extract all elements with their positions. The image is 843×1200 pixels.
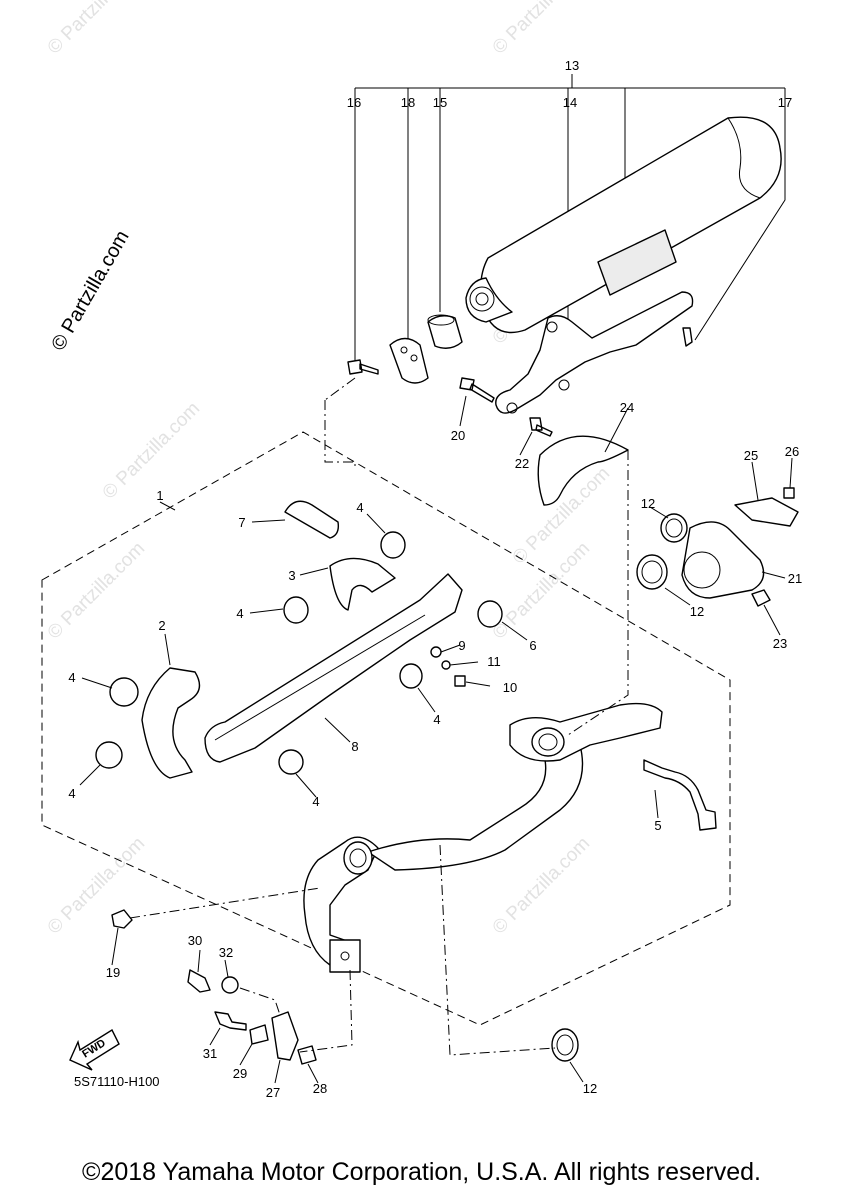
callout-5: 5 [654,818,661,833]
clamp-4 [380,531,406,559]
protector-2 [141,667,201,779]
callout-4: 4 [68,786,75,801]
exhaust-pipe [303,702,663,973]
joint-21-bore [683,551,721,589]
callout-26: 26 [785,444,799,459]
callout-20: 20 [451,428,465,443]
callout-3: 3 [288,568,295,583]
callout-31: 31 [203,1046,217,1061]
callout-12: 12 [583,1081,597,1096]
bolt-20 [459,377,495,403]
o2-sensor-5 [643,759,717,831]
callout-18: 18 [401,95,415,110]
protector-8 [204,573,463,763]
watermark: © Partzilla.com [44,833,149,938]
callout-24: 24 [620,400,634,415]
leader-lines [79,395,793,1084]
clamp-4 [109,677,139,707]
nut-19 [111,909,133,929]
callout-30: 30 [188,933,202,948]
watermark: © Partzilla.com [489,538,594,643]
collar-9 [430,646,442,658]
clamp-4 [278,749,304,775]
callout-2: 2 [158,618,165,633]
callout-25: 25 [744,448,758,463]
gasket-12 [636,554,668,590]
brand-watermark: © Partzilla.com [47,227,133,355]
protector-24 [537,435,629,506]
joint-21 [681,521,765,599]
gasket-15 [427,315,463,349]
fwd-arrow-icon: FWD [69,1028,120,1071]
callout-labels: 1 2 3 4 4 4 4 4 4 5 6 7 8 9 10 11 12 12 … [68,58,802,1100]
callout-4: 4 [356,500,363,515]
callout-10: 10 [503,680,517,695]
callout-16: 16 [347,95,361,110]
clamp-4 [399,663,423,689]
bracket-27 [271,1011,299,1061]
clamp-4 [95,741,123,769]
callout-4: 4 [433,712,440,727]
callout-17: 17 [778,95,792,110]
muffler [465,116,782,334]
clamp-6 [477,600,503,628]
bolt-22 [529,417,553,437]
callout-27: 27 [266,1085,280,1100]
nut-23 [751,589,771,607]
bolt-10 [454,675,466,687]
washer-32 [221,976,239,994]
gasket-15-rim [427,314,455,326]
stay-hole [546,321,558,333]
callout-28: 28 [313,1081,327,1096]
callout-1: 1 [156,488,163,503]
plate-25 [734,497,799,527]
protector-7 [284,500,340,539]
bolt-16 [347,359,379,375]
collar-29 [249,1024,269,1045]
bolt-31 [214,1011,247,1031]
protector-3 [329,557,396,611]
clamp-bands [95,531,503,775]
washer-11 [441,660,451,670]
watermark: © Partzilla.com [44,0,149,59]
callout-19: 19 [106,965,120,980]
connector-lines [129,377,629,1056]
clamp-4 [283,596,309,624]
muffler-stay [495,291,694,414]
callout-15: 15 [433,95,447,110]
callout-29: 29 [233,1066,247,1081]
watermark: © Partzilla.com [44,538,149,643]
watermark: © Partzilla.com [489,0,594,59]
callout-7: 7 [238,515,245,530]
assembly-outline [41,431,731,1026]
watermark: © Partzilla.com [99,398,204,503]
callout-4: 4 [68,670,75,685]
callout-4: 4 [312,794,319,809]
clamp-18 [389,337,429,384]
bolt-17 [682,327,693,347]
callout-11: 11 [487,654,501,669]
callout-6: 6 [529,638,536,653]
callout-13: 13 [565,58,579,73]
callout-8: 8 [351,739,358,754]
callout-12: 12 [690,604,704,619]
stay-hole [506,402,518,414]
gasket-12 [551,1028,579,1062]
bolt-26 [783,487,795,499]
rubber-28 [297,1045,317,1065]
callout-4: 4 [236,606,243,621]
gasket-12 [660,513,688,543]
stay-hole [558,379,570,391]
callout-32: 32 [219,945,233,960]
callout-21: 21 [788,571,802,586]
callout-14: 14 [563,95,577,110]
copyright-notice: ©2018 Yamaha Motor Corporation, U.S.A. A… [82,1158,761,1186]
bolt-30 [187,969,211,993]
callout-22: 22 [515,456,529,471]
diagram-code: 5S71110-H100 [74,1074,160,1089]
callout-12: 12 [641,496,655,511]
callout-23: 23 [773,636,787,651]
callout-9: 9 [458,638,465,653]
